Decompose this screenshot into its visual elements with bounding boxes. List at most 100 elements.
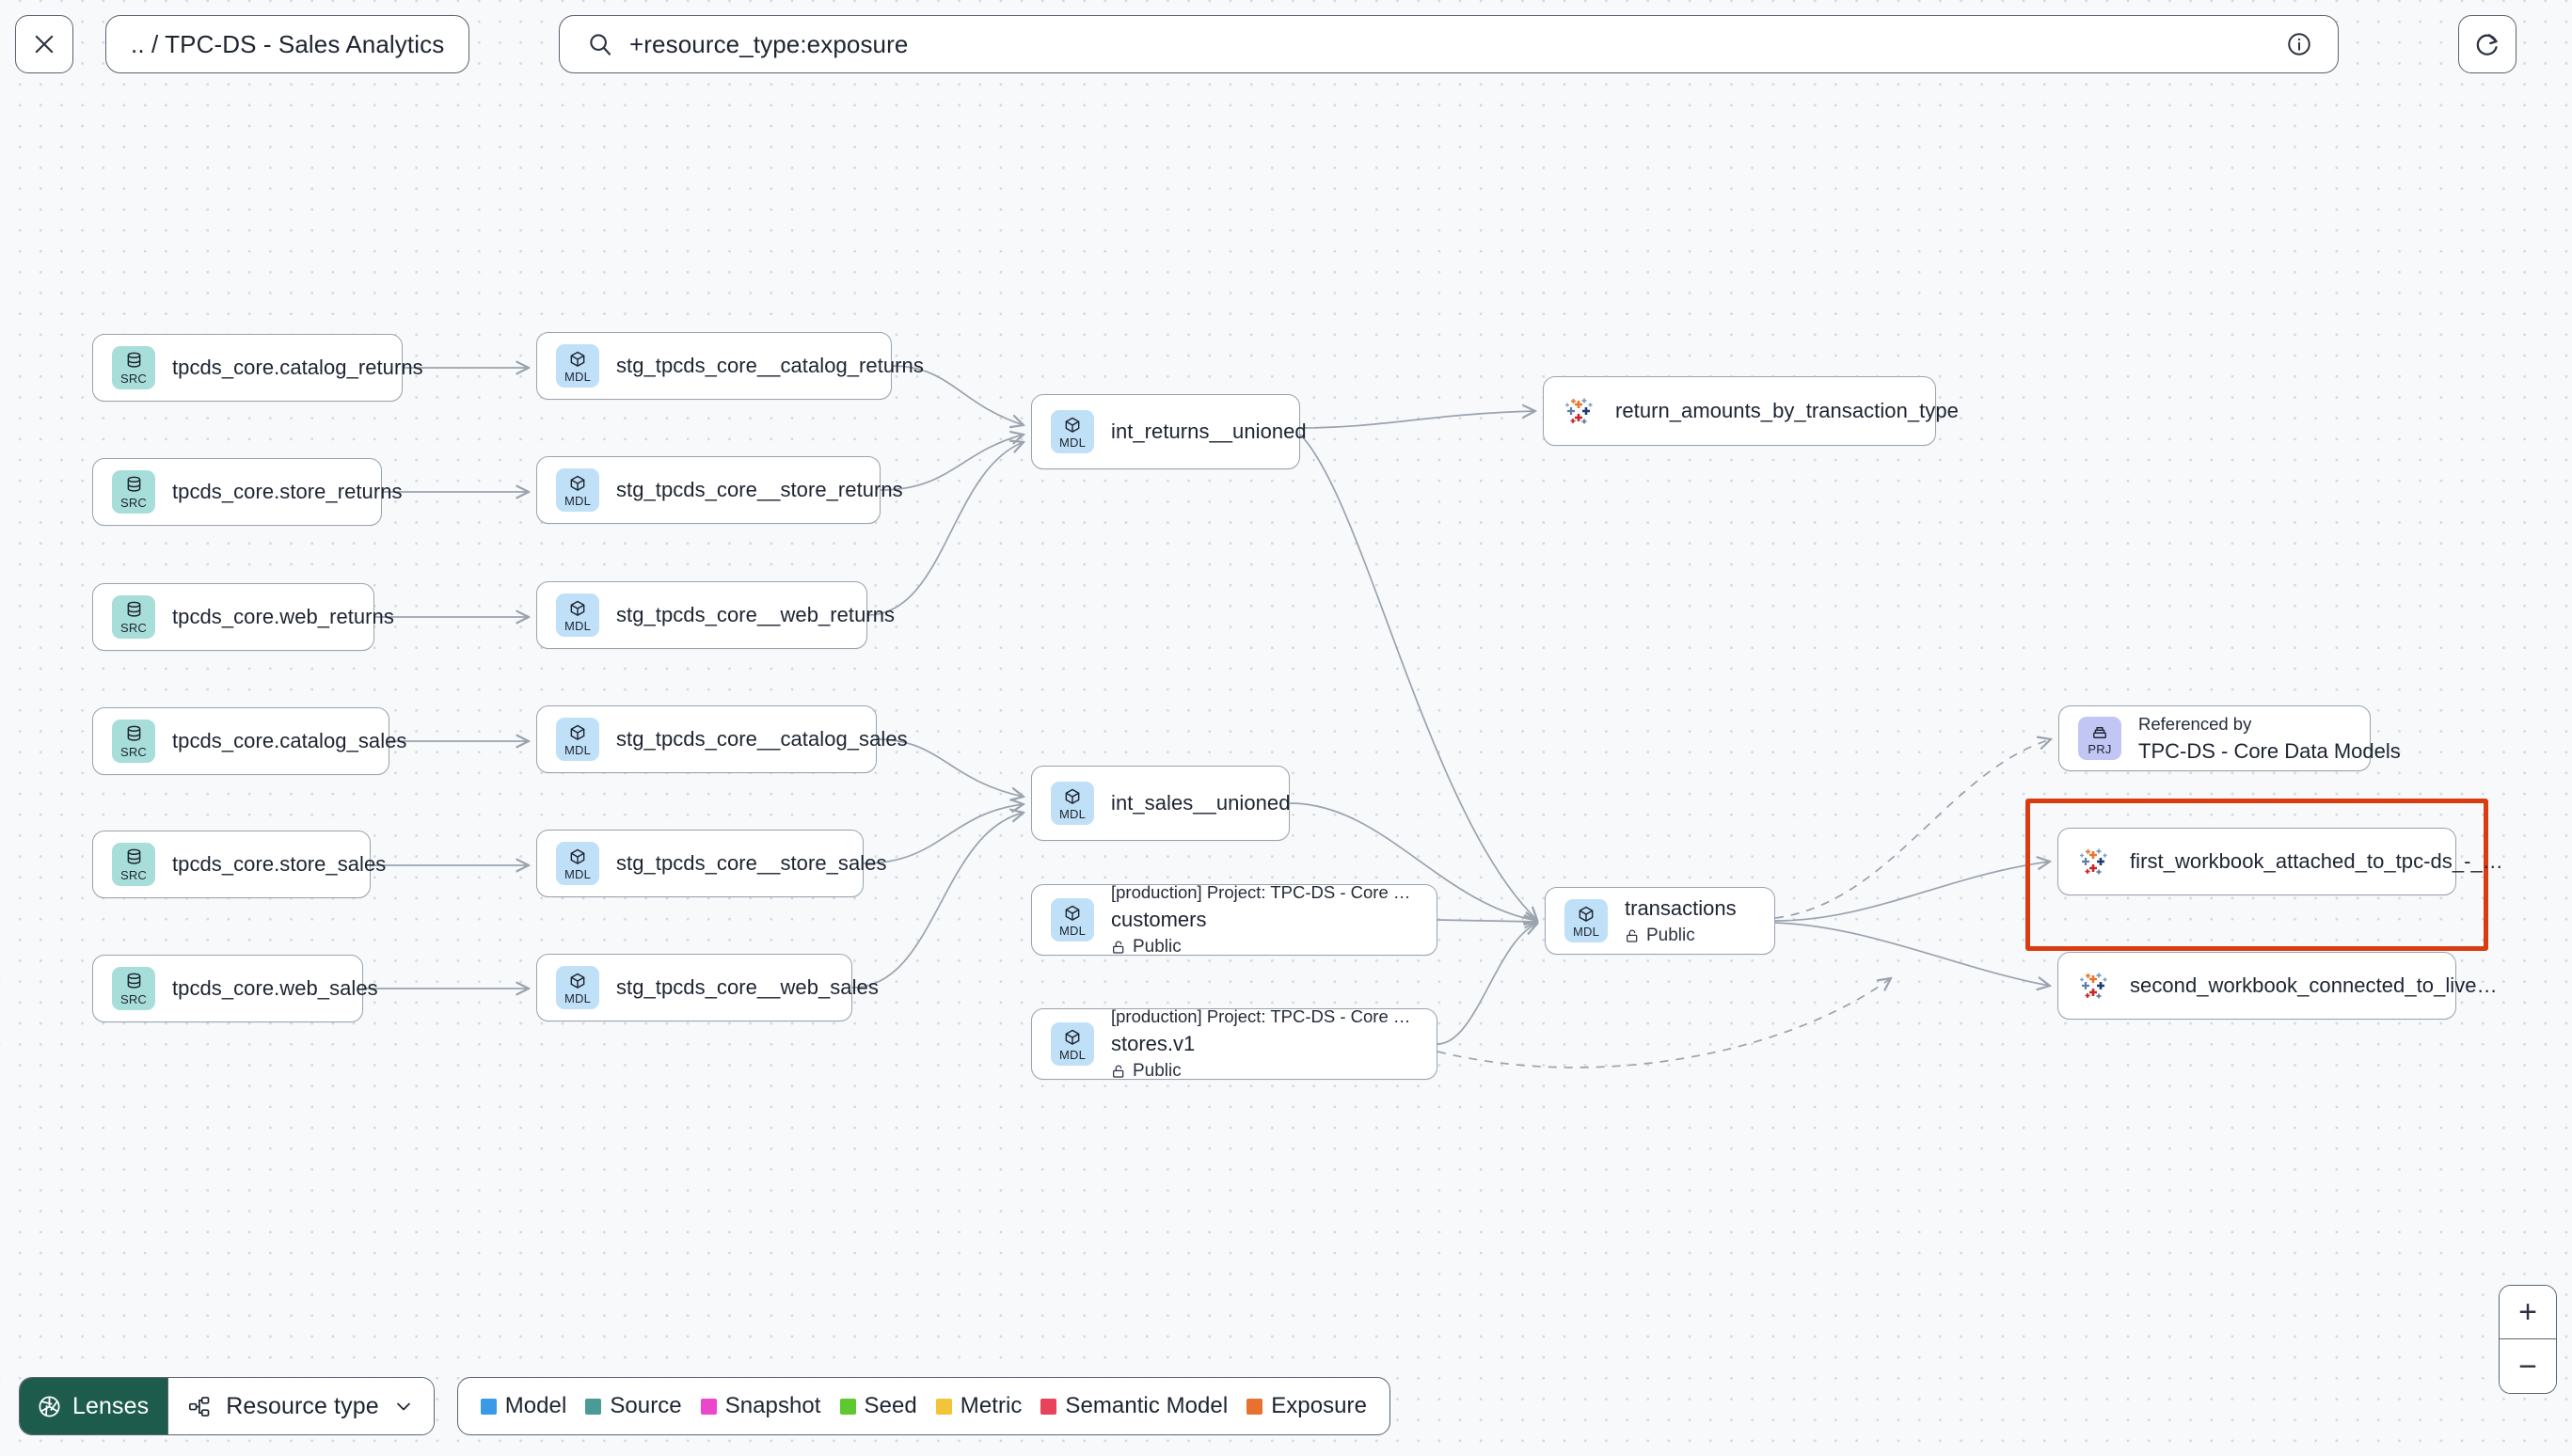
lock-open-icon <box>1113 1065 1124 1078</box>
legend-item-metric: Metric <box>935 1393 1023 1419</box>
chevron-down-icon <box>396 1402 410 1411</box>
node-transactions[interactable]: MDL transactions Public <box>1545 887 1775 955</box>
node-customers[interactable]: MDL [production] Project: TPC-DS - Core … <box>1031 882 1437 957</box>
model-badge: MDL <box>556 468 599 512</box>
legend-swatch <box>700 1398 717 1415</box>
model-badge: MDL <box>1051 1022 1094 1066</box>
lock-open-icon <box>1627 928 1638 942</box>
badge-label: SRC <box>119 621 148 635</box>
zoom-in-button[interactable]: + <box>2500 1286 2556 1339</box>
node-visibility: Public <box>1625 926 1737 946</box>
badge-label: SRC <box>119 745 148 759</box>
badge-label: MDL <box>1572 924 1600 939</box>
node-title: tpcds_core.web_sales <box>172 976 378 1000</box>
source-badge: SRC <box>112 346 155 389</box>
close-button[interactable] <box>15 15 73 73</box>
legend-label: Seed <box>864 1393 917 1418</box>
breadcrumb[interactable]: .. / TPC-DS - Sales Analytics <box>105 15 470 73</box>
node-subtitle: [production] Project: TPC-DS - Core Data… <box>1111 1006 1418 1026</box>
node-title: stg_tpcds_core__web_sales <box>616 975 879 999</box>
node-subtitle: Referenced by <box>2138 713 2252 734</box>
legend-item-snapshot: Snapshot <box>700 1393 821 1419</box>
node-title: stg_tpcds_core__store_returns <box>616 478 903 501</box>
source-badge: SRC <box>112 967 155 1010</box>
node-title: tpcds_core.catalog_sales <box>172 729 407 752</box>
resource-type-label: Resource type <box>226 1392 379 1419</box>
node-src-catalog-returns[interactable]: SRC tpcds_core.catalog_returns <box>92 334 423 402</box>
model-badge: MDL <box>1564 899 1608 942</box>
node-title: tpcds_core.catalog_returns <box>172 356 423 379</box>
node-title: TPC-DS - Core Data Models <box>2138 738 2401 763</box>
node-body: transactions Public <box>1625 896 1737 946</box>
node-return-amounts-exposure[interactable]: return_amounts_by_transaction_type <box>1543 376 1959 446</box>
node-int-returns-unioned[interactable]: MDL int_returns__unioned <box>1031 394 1307 469</box>
node-visibility-label: Public <box>1646 925 1695 945</box>
node-stg-catalog-returns[interactable]: MDL stg_tpcds_core__catalog_returns <box>536 332 924 400</box>
node-stg-web-returns[interactable]: MDL stg_tpcds_core__web_returns <box>536 581 895 649</box>
top-toolbar: .. / TPC-DS - Sales Analytics <box>0 0 2572 109</box>
node-title: int_returns__unioned <box>1111 419 1307 443</box>
node-visibility: Public <box>1111 1061 1418 1082</box>
node-title: customers <box>1111 908 1207 931</box>
source-badge: SRC <box>112 843 155 886</box>
model-badge: MDL <box>1051 410 1094 453</box>
node-visibility-label: Public <box>1133 1061 1182 1081</box>
node-title: tpcds_core.web_returns <box>172 605 394 628</box>
zoom-out-button[interactable]: − <box>2500 1339 2556 1393</box>
badge-label: MDL <box>564 369 592 384</box>
node-visibility: Public <box>1111 937 1418 957</box>
node-title: first_workbook_attached_to_tpc-ds_-_… <box>2130 849 2503 873</box>
node-stg-catalog-sales[interactable]: MDL stg_tpcds_core__catalog_sales <box>536 705 908 773</box>
close-icon <box>35 35 54 54</box>
model-badge: MDL <box>556 344 599 388</box>
lenses-button[interactable]: Lenses <box>20 1378 168 1434</box>
node-src-catalog-sales[interactable]: SRC tpcds_core.catalog_sales <box>92 707 406 775</box>
badge-label: MDL <box>564 990 592 1005</box>
search-bar[interactable] <box>559 15 2339 73</box>
node-src-web-sales[interactable]: SRC tpcds_core.web_sales <box>92 955 378 1022</box>
node-title: int_sales__unioned <box>1111 791 1291 815</box>
breadcrumb-label: .. / TPC-DS - Sales Analytics <box>131 29 445 58</box>
legend-label: Source <box>610 1393 682 1418</box>
badge-label: MDL <box>1058 1047 1087 1062</box>
node-second-workbook-exposure[interactable]: second_workbook_connected_to_live… <box>2057 952 2498 1020</box>
badge-label: MDL <box>1058 923 1087 938</box>
badge-label: MDL <box>564 618 592 633</box>
search-input[interactable] <box>629 29 2285 59</box>
resource-type-dropdown[interactable]: Resource type <box>167 1378 434 1434</box>
node-title: stg_tpcds_core__store_sales <box>616 851 887 875</box>
bottom-toolbar: Lenses Resource type Model <box>19 1377 1390 1435</box>
model-badge: MDL <box>1051 782 1094 825</box>
legend-label: Snapshot <box>724 1393 821 1418</box>
tableau-icon <box>2077 845 2111 878</box>
model-badge: MDL <box>556 718 599 761</box>
node-title: second_workbook_connected_to_live… <box>2130 973 2498 997</box>
model-badge: MDL <box>556 966 599 1009</box>
badge-label: SRC <box>119 372 148 386</box>
node-src-store-returns[interactable]: SRC tpcds_core.store_returns <box>92 458 402 526</box>
node-referenced-by-project[interactable]: PRJ Referenced by TPC-DS - Core Data Mod… <box>2058 705 2401 771</box>
node-src-store-sales[interactable]: SRC tpcds_core.store_sales <box>92 831 386 898</box>
lock-open-icon <box>1113 941 1124 954</box>
legend-swatch <box>1040 1398 1057 1415</box>
badge-label: MDL <box>1058 435 1087 450</box>
node-int-sales-unioned[interactable]: MDL int_sales__unioned <box>1031 766 1290 841</box>
node-body: Referenced by TPC-DS - Core Data Models <box>2138 713 2401 764</box>
node-stores-v1[interactable]: MDL [production] Project: TPC-DS - Core … <box>1031 1006 1437 1082</box>
node-stg-store-sales[interactable]: MDL stg_tpcds_core__store_sales <box>536 830 886 897</box>
legend-item-seed: Seed <box>839 1393 917 1419</box>
node-stg-store-returns[interactable]: MDL stg_tpcds_core__store_returns <box>536 456 903 524</box>
legend-item-source: Source <box>585 1393 682 1419</box>
refresh-button[interactable] <box>2458 15 2516 73</box>
legend-swatch <box>839 1398 856 1415</box>
source-badge: SRC <box>112 720 155 763</box>
badge-label: SRC <box>119 992 148 1006</box>
source-badge: SRC <box>112 470 155 514</box>
node-stg-web-sales[interactable]: MDL stg_tpcds_core__web_sales <box>536 954 879 1021</box>
badge-label: MDL <box>564 866 592 881</box>
node-first-workbook-exposure[interactable]: first_workbook_attached_to_tpc-ds_-_… <box>2057 828 2503 895</box>
legend-item-exposure: Exposure <box>1246 1393 1367 1419</box>
node-body: [production] Project: TPC-DS - Core Data… <box>1111 882 1418 957</box>
node-src-web-returns[interactable]: SRC tpcds_core.web_returns <box>92 583 394 651</box>
